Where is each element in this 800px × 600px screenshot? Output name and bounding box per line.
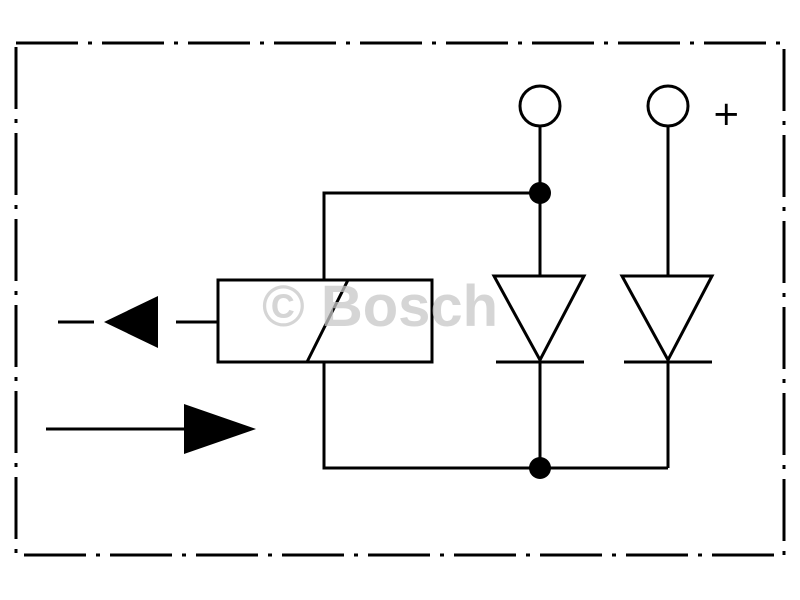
dash-dot-frame <box>14 41 786 557</box>
terminal-plus-label: + <box>712 94 741 134</box>
diode-left <box>491 274 587 364</box>
junction-dot-top <box>529 182 551 204</box>
junction-dot-bottom <box>529 457 551 479</box>
terminal-right <box>646 84 690 128</box>
coil-bottom-wire <box>322 362 668 470</box>
right-arrow-icon <box>184 404 256 454</box>
diode-right <box>619 274 715 364</box>
relay-coil <box>216 278 434 364</box>
left-arrow-icon <box>104 296 158 348</box>
terminal-left <box>518 84 562 128</box>
watermark: © Bosch <box>262 274 498 339</box>
coil-top-wire <box>322 191 540 280</box>
relay-coil-slash <box>305 279 350 363</box>
